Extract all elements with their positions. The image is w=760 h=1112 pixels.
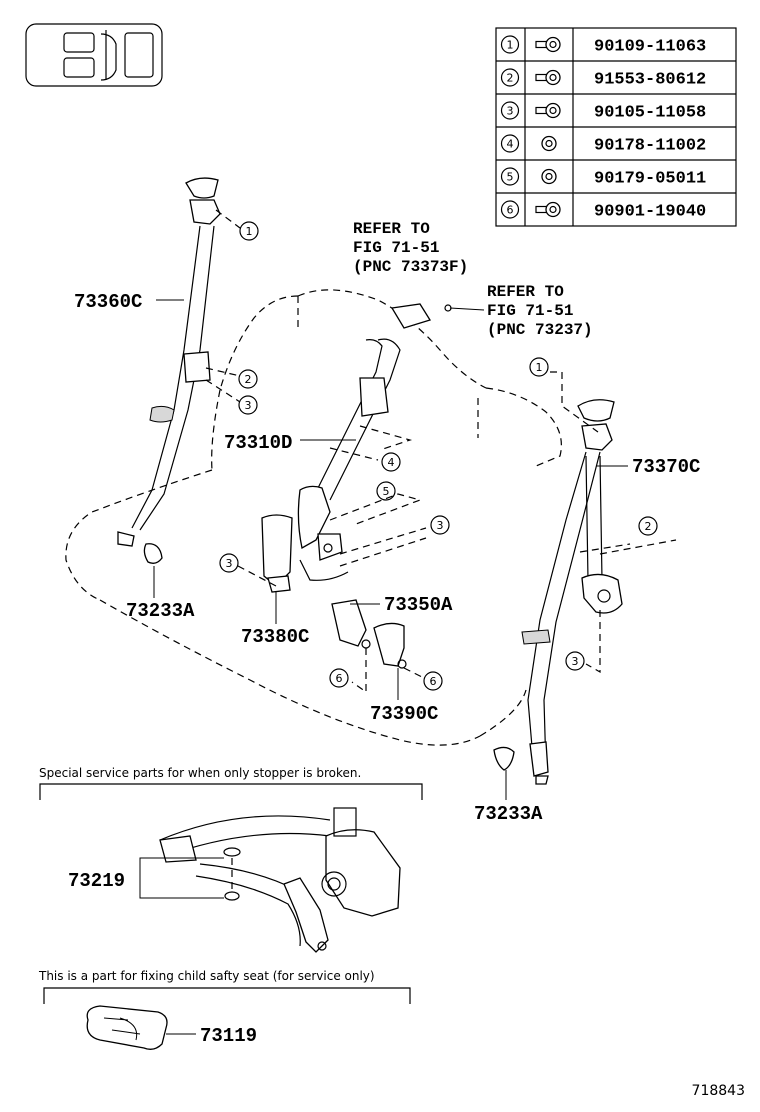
stopper-assembly-73219 xyxy=(159,807,401,953)
refer-1-line-2: FIG 71-51 xyxy=(353,239,439,257)
row-part-number: 90179-05011 xyxy=(594,170,706,189)
seat-belt-73310d xyxy=(297,338,401,581)
svg-text:6: 6 xyxy=(336,672,343,685)
svg-text:4: 4 xyxy=(388,456,395,469)
label-73360c: 73360C xyxy=(74,291,142,313)
callout-circles: 1 2 3 4 5 3 3 1 2 3 6 6 xyxy=(219,221,658,691)
table-row: 3 90105-11058 xyxy=(500,101,706,123)
table-row: 5 90179-05011 xyxy=(500,167,706,189)
refer-labels: REFER TO FIG 71-51 (PNC 73373F) REFER TO… xyxy=(353,220,593,339)
nut-icon xyxy=(541,135,557,152)
callout-3-right: 3 xyxy=(565,651,585,671)
row-part-number: 91553-80612 xyxy=(594,71,706,90)
svg-text:1: 1 xyxy=(536,361,543,374)
child-seat-note: This is a part for fixing child safty se… xyxy=(38,969,375,983)
fastener-table: 1 90109-11063 2 91553-80612 3 90105-11058 4 901… xyxy=(495,27,737,227)
table-row: 2 91553-80612 xyxy=(500,68,706,90)
callout-4: 4 xyxy=(381,452,401,472)
callout-3-center: 3 xyxy=(430,515,450,535)
refer-1-line-1: REFER TO xyxy=(353,220,430,238)
svg-text:5: 5 xyxy=(383,485,390,498)
part-labels: 73360C 73310D 73370C 73233A 73233A 73380… xyxy=(68,291,700,1047)
svg-text:3: 3 xyxy=(572,655,579,668)
callout-2-right: 2 xyxy=(638,516,658,536)
svg-text:3: 3 xyxy=(226,557,233,570)
note-brackets xyxy=(39,783,423,1004)
buckle-parts xyxy=(261,514,407,669)
refer-2-line-2: FIG 71-51 xyxy=(487,302,573,320)
callout-6-left: 6 xyxy=(329,668,349,688)
row-number: 6 xyxy=(507,204,514,217)
row-number: 5 xyxy=(507,171,514,184)
label-73310d: 73310D xyxy=(224,432,292,454)
bolt-icon xyxy=(535,201,561,218)
row-part-number: 90105-11058 xyxy=(594,104,706,123)
row-number: 3 xyxy=(507,105,514,118)
refer-2-line-1: REFER TO xyxy=(487,283,564,301)
row-number: 4 xyxy=(507,138,514,151)
svg-text:3: 3 xyxy=(437,519,444,532)
row-number-circle xyxy=(500,68,520,87)
label-73233a-right: 73233A xyxy=(474,803,543,825)
callout-2-left: 2 xyxy=(238,369,258,389)
callout-3-lower-left: 3 xyxy=(219,553,239,573)
leader-lines xyxy=(139,209,677,1035)
callout-3-left: 3 xyxy=(238,395,258,415)
seat-belt-73370c xyxy=(493,399,623,785)
svg-text:2: 2 xyxy=(245,373,252,386)
label-73350a: 73350A xyxy=(384,594,453,616)
row-number-circle xyxy=(500,101,520,120)
row-number-circle xyxy=(500,167,520,186)
bolt-icon xyxy=(535,102,561,119)
callout-1-right: 1 xyxy=(529,357,549,377)
table-row: 6 90901-19040 xyxy=(500,200,706,222)
figure-number: 718843 xyxy=(692,1083,745,1099)
row-part-number: 90901-19040 xyxy=(594,203,706,222)
label-73370c: 73370C xyxy=(632,456,700,478)
callout-6-right: 6 xyxy=(423,671,443,691)
table-row: 1 90109-11063 xyxy=(500,35,706,57)
svg-text:1: 1 xyxy=(246,225,253,238)
row-number: 1 xyxy=(507,39,514,52)
row-number-circle xyxy=(500,35,520,54)
row-number-circle xyxy=(500,134,520,153)
label-73390c: 73390C xyxy=(370,703,438,725)
label-73119: 73119 xyxy=(200,1025,257,1047)
bolt-icon xyxy=(535,36,561,53)
table-row: 4 90178-11002 xyxy=(500,134,706,156)
row-part-number: 90178-11002 xyxy=(594,137,706,156)
seat-belt-73360c xyxy=(117,177,221,564)
stopper-note: Special service parts for when only stop… xyxy=(39,766,361,780)
row-number-circle xyxy=(500,200,520,219)
callout-5: 5 xyxy=(376,481,396,501)
svg-text:6: 6 xyxy=(430,675,437,688)
bolt-icon xyxy=(535,69,561,86)
svg-text:3: 3 xyxy=(245,399,252,412)
child-seat-bracket-73119 xyxy=(86,1005,168,1050)
label-73219: 73219 xyxy=(68,870,125,892)
label-73380c: 73380C xyxy=(241,626,309,648)
callout-1-top: 1 xyxy=(239,221,259,241)
nut-icon xyxy=(541,168,557,185)
row-part-number: 90109-11063 xyxy=(594,38,706,57)
refer-2-line-3: (PNC 73237) xyxy=(487,321,593,339)
seat-layout-icon xyxy=(25,23,163,87)
label-73233a-left: 73233A xyxy=(126,600,195,622)
refer-1-line-3: (PNC 73373F) xyxy=(353,258,468,276)
svg-text:2: 2 xyxy=(645,520,652,533)
row-number: 2 xyxy=(507,72,514,85)
